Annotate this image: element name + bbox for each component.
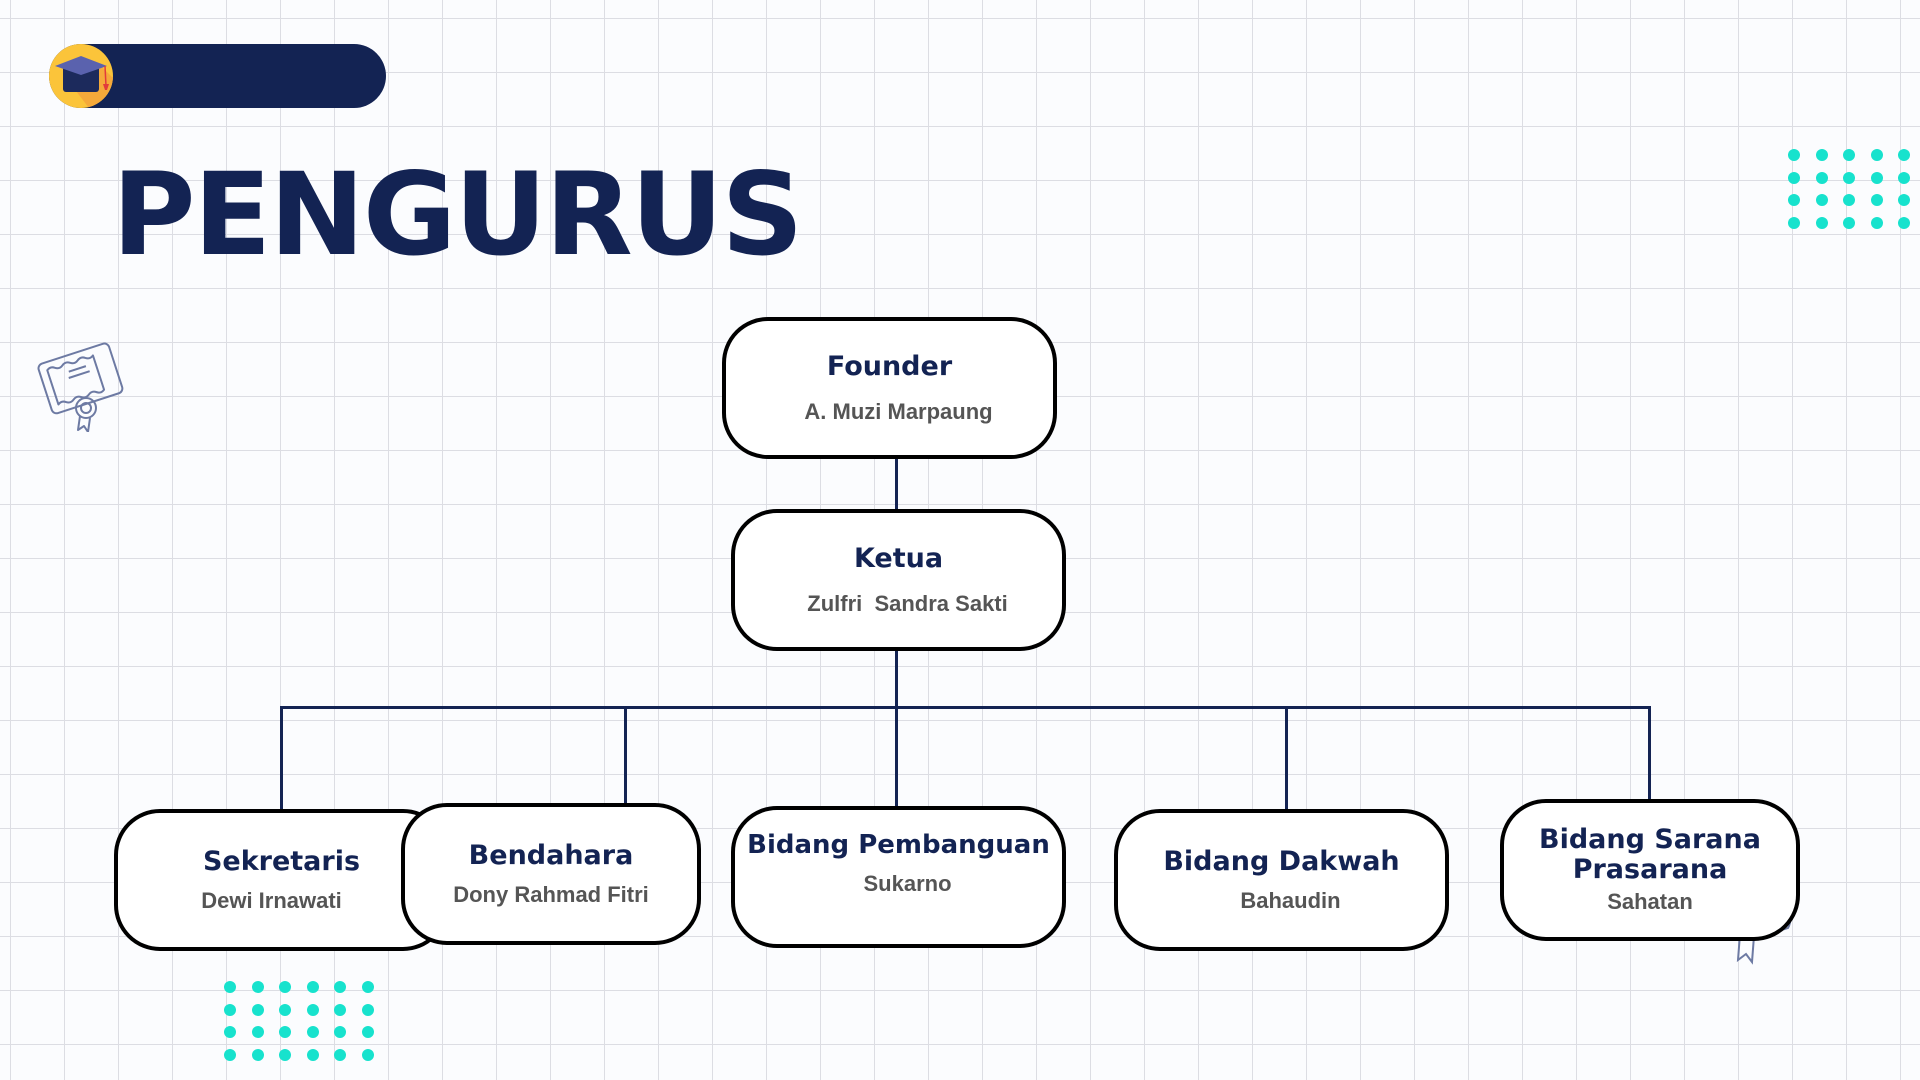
dot (1815, 171, 1828, 184)
node-name: Sukarno (863, 870, 952, 896)
node-name: Dony Rahmad Fitri (453, 881, 649, 907)
node-bidang-pembanguan: Bidang Pembanguan Sukarno (731, 806, 1066, 948)
dot (334, 1048, 346, 1061)
node-name: Bahaudin (1240, 887, 1341, 913)
dot (251, 981, 264, 993)
dot (334, 981, 346, 993)
connector-founder-ketua (895, 458, 898, 510)
connector-bendahara (624, 706, 627, 804)
dot (224, 1048, 236, 1061)
dot (1815, 149, 1828, 161)
dot (1870, 216, 1883, 229)
dot (1898, 216, 1910, 229)
node-bendahara: Bendahara Dony Rahmad Fitri (401, 803, 701, 945)
node-role: Bidang Sarana Prasarana (1539, 824, 1761, 885)
dot (279, 1026, 291, 1038)
node-ketua: Ketua Zulfri Sandra Sakti (731, 509, 1066, 651)
dot (279, 1003, 291, 1016)
dot (306, 1003, 319, 1016)
page-title: PENGURUS (112, 148, 803, 281)
node-sekretaris: Sekretaris Dewi Irnawati (114, 809, 449, 951)
dot (334, 1003, 346, 1016)
dot (1898, 194, 1910, 206)
dot (1898, 171, 1910, 184)
dot (1898, 149, 1910, 161)
node-name: Sahatan (1607, 888, 1693, 914)
dot (1870, 171, 1883, 184)
connector-sarana (1648, 706, 1651, 800)
connector-horizontal-bus (280, 706, 1651, 709)
dot (251, 1026, 264, 1038)
dot (361, 1048, 374, 1061)
connector-pembanguan (895, 706, 898, 807)
node-name: A. Muzi Marpaung (804, 398, 993, 424)
dot (334, 1026, 346, 1038)
node-role: Bidang Pembanguan (747, 830, 1050, 861)
dot (361, 1003, 374, 1016)
dot (1788, 171, 1800, 184)
dot (1843, 171, 1855, 184)
dot (361, 1026, 374, 1038)
dot (306, 981, 319, 993)
dot (1788, 149, 1800, 161)
node-founder: Founder A. Muzi Marpaung (722, 317, 1057, 459)
node-role: Sekretaris (202, 846, 361, 878)
dot (306, 1026, 319, 1038)
certificate-icon (37, 342, 124, 432)
dot (306, 1048, 319, 1061)
dot (279, 1048, 291, 1061)
connector-dakwah (1285, 706, 1288, 810)
node-role: Ketua (853, 543, 944, 575)
dot (1788, 194, 1800, 206)
dot (224, 1026, 236, 1038)
node-role: Bendahara (468, 840, 634, 872)
connector-ketua-bus (895, 650, 898, 710)
dot (279, 981, 291, 993)
node-bidang-sarana-prasarana: Bidang Sarana Prasarana Sahatan (1500, 799, 1800, 941)
dot (1843, 216, 1855, 229)
dot (251, 1048, 264, 1061)
dot (224, 981, 236, 993)
node-name: Dewi Irnawati (201, 887, 342, 913)
dot (251, 1003, 264, 1016)
graduation-cap-icon (49, 44, 113, 108)
connector-sekretaris (280, 706, 283, 810)
dot (224, 1003, 236, 1016)
node-role: Bidang Dakwah (1163, 846, 1400, 878)
dot (1815, 216, 1828, 229)
dot (1815, 194, 1828, 206)
dot (1788, 216, 1800, 229)
dot (361, 981, 374, 993)
node-name: Zulfri Sandra Sakti (807, 590, 1008, 616)
node-bidang-dakwah: Bidang Dakwah Bahaudin (1114, 809, 1449, 951)
node-role: Founder (826, 351, 953, 383)
dot (1870, 149, 1883, 161)
dot (1870, 194, 1883, 206)
dot (1843, 194, 1855, 206)
dot (1843, 149, 1855, 161)
